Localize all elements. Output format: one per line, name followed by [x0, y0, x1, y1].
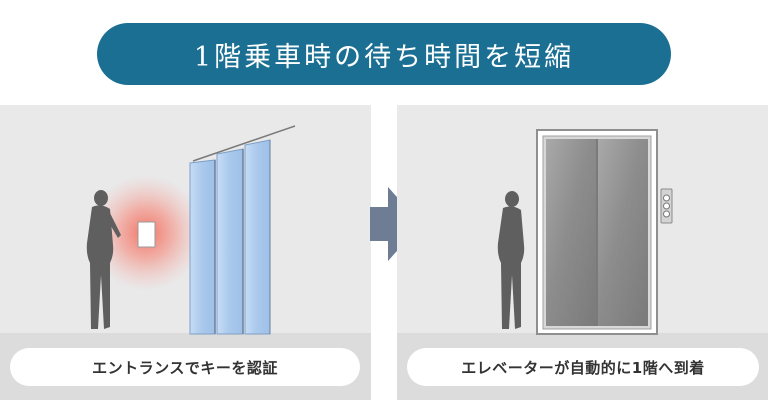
step-caption-elevator: エレベーターが自動的に1階へ到着 [407, 348, 759, 386]
title-banner: 1階乗車時の待ち時間を短縮 [97, 23, 671, 85]
page-title: 1階乗車時の待ち時間を短縮 [193, 41, 575, 73]
step-panel-entrance: エントランスでキーを認証 [0, 105, 371, 400]
key-reader-icon [137, 221, 156, 248]
elevator-illustration [397, 129, 768, 400]
person-silhouette-icon [86, 190, 121, 329]
person-silhouette-icon [497, 191, 525, 329]
entrance-illustration [0, 125, 371, 400]
step-panel-elevator: エレベーターが自動的に1階へ到着 [397, 105, 768, 400]
elevator-call-buttons-icon [660, 188, 673, 224]
elevator-icon [536, 129, 658, 335]
arrow-right-icon [370, 187, 421, 261]
glass-door-icon [189, 139, 271, 335]
step-caption-entrance: エントランスでキーを認証 [10, 348, 360, 386]
